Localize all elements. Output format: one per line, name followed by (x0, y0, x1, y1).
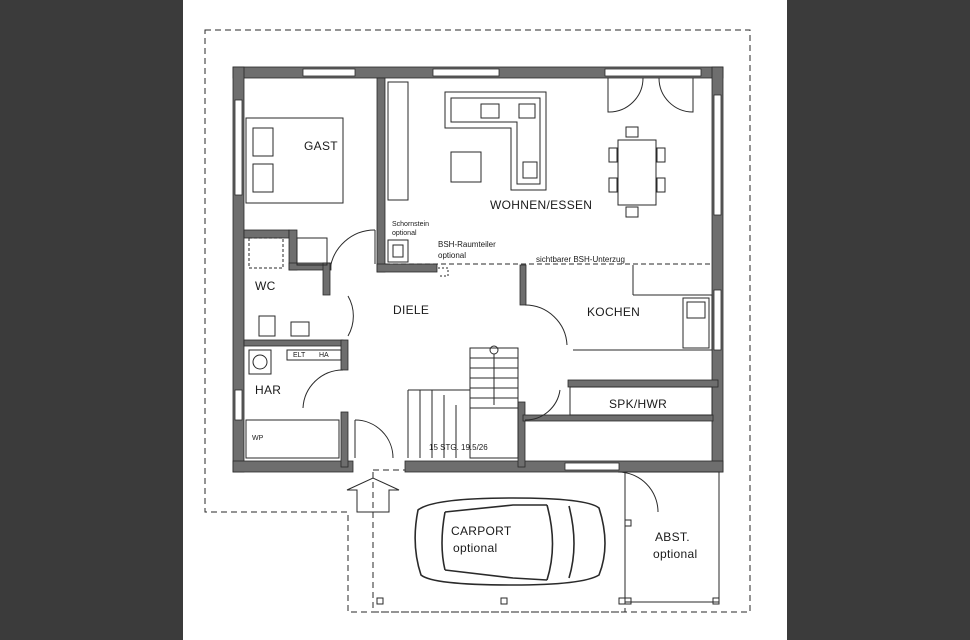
windows (234, 68, 722, 471)
room-diele: DIELE (393, 303, 429, 317)
abstell-optional: optional (653, 547, 697, 561)
abstell-label: ABST. (655, 530, 690, 544)
note-schornstein-opt: optional (392, 230, 417, 237)
note-raumteiler-opt: optional (438, 251, 466, 260)
room-wohnen: WOHNEN/ESSEN (490, 198, 592, 212)
carport-label: CARPORT (451, 524, 512, 538)
note-schornstein: Schornstein (392, 221, 429, 228)
furniture (245, 77, 720, 605)
room-wp: WP (252, 435, 264, 442)
note-elt: ELT (293, 352, 306, 359)
carport-optional: optional (453, 541, 497, 555)
property-boundary (204, 29, 751, 613)
note-stairs: 15 STG. 19.5/26 (429, 443, 488, 452)
note-ha: HA (319, 352, 329, 359)
room-gast: GAST (304, 139, 338, 153)
note-raumteiler: BSH-Raumteiler (438, 240, 496, 249)
room-wc: WC (255, 279, 276, 293)
note-unterzug: sichtbarer BSH-Unterzug (536, 255, 625, 264)
floor-plan-sheet: GAST WOHNEN/ESSEN WC DIELE KOCHEN HAR SP… (183, 0, 787, 640)
room-har: HAR (255, 383, 281, 397)
floor-plan: GAST WOHNEN/ESSEN WC DIELE KOCHEN HAR SP… (204, 29, 751, 613)
carport-outline (372, 469, 626, 613)
room-spk: SPK/HWR (609, 397, 667, 411)
car (414, 497, 606, 586)
room-kochen: KOCHEN (587, 305, 640, 319)
